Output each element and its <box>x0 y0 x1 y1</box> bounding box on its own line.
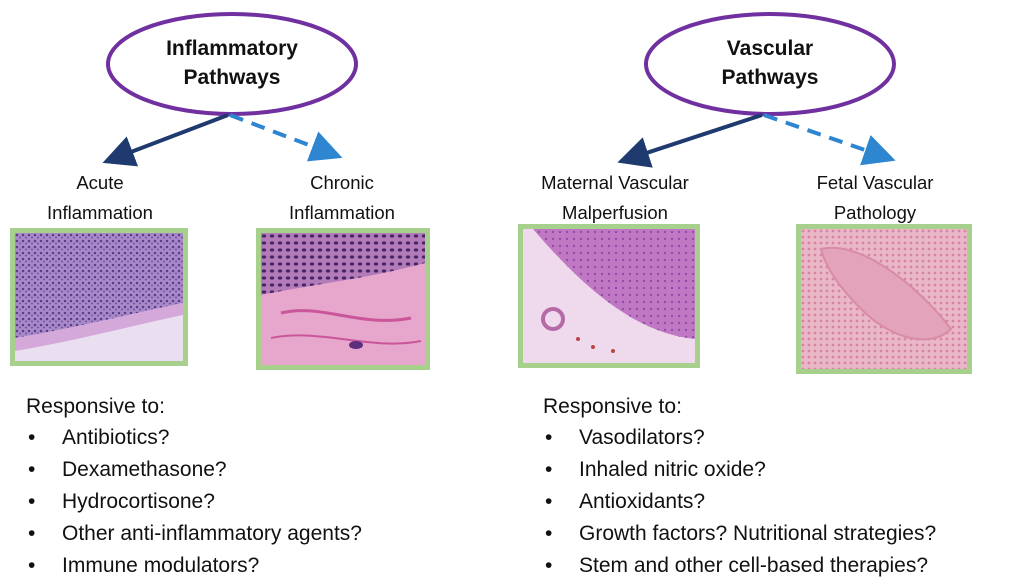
inflammatory-title: Inflammatory Pathways <box>166 37 298 89</box>
bullet-icon: • <box>28 426 36 449</box>
list-item: •Inhaled nitric oxide? <box>543 454 936 486</box>
list-item: •Dexamethasone? <box>26 454 362 486</box>
vascular-title: Vascular Pathways <box>721 37 819 89</box>
bullet-icon: • <box>545 426 553 449</box>
right-responsive-title: Responsive to: <box>543 395 682 418</box>
arrow-chronic <box>229 113 343 162</box>
bullet-icon: • <box>545 458 553 481</box>
chronic-inflammation-histology-image <box>256 228 430 370</box>
arrow-maternal <box>617 113 763 168</box>
arrow-fetal <box>763 113 896 166</box>
bullet-icon: • <box>545 490 553 513</box>
bullet-icon: • <box>545 522 553 545</box>
left-responsive-list: Responsive to: •Antibiotics? •Dexamethas… <box>26 392 362 582</box>
list-item: •Vasodilators? <box>543 422 936 454</box>
label-acute-inflammation: Acute Inflammation <box>47 172 153 223</box>
arrow-acute <box>102 113 229 167</box>
list-item: •Antibiotics? <box>26 422 362 454</box>
fetal-vascular-pathology-histology-image <box>796 224 972 374</box>
left-responsive-title: Responsive to: <box>26 395 165 418</box>
list-item: •Growth factors? Nutritional strategies? <box>543 518 936 550</box>
label-fetal-vascular-pathology: Fetal Vascular Pathology <box>816 172 934 223</box>
right-responsive-list: Responsive to: •Vasodilators? •Inhaled n… <box>543 392 936 582</box>
bullet-icon: • <box>28 554 36 577</box>
list-item: •Stem and other cell-based therapies? <box>543 550 936 582</box>
label-chronic-inflammation: Chronic Inflammation <box>289 172 395 223</box>
bullet-icon: • <box>28 490 36 513</box>
list-item: •Antioxidants? <box>543 486 936 518</box>
vascular-ellipse <box>644 12 896 116</box>
bullet-icon: • <box>28 522 36 545</box>
acute-inflammation-histology-image <box>10 228 188 366</box>
list-item: •Hydrocortisone? <box>26 486 362 518</box>
label-maternal-vascular-malperfusion: Maternal Vascular Malperfusion <box>541 172 689 223</box>
bullet-icon: • <box>28 458 36 481</box>
bullet-icon: • <box>545 554 553 577</box>
maternal-vascular-malperfusion-histology-image <box>518 224 700 368</box>
list-item: •Other anti-inflammatory agents? <box>26 518 362 550</box>
list-item: •Immune modulators? <box>26 550 362 582</box>
